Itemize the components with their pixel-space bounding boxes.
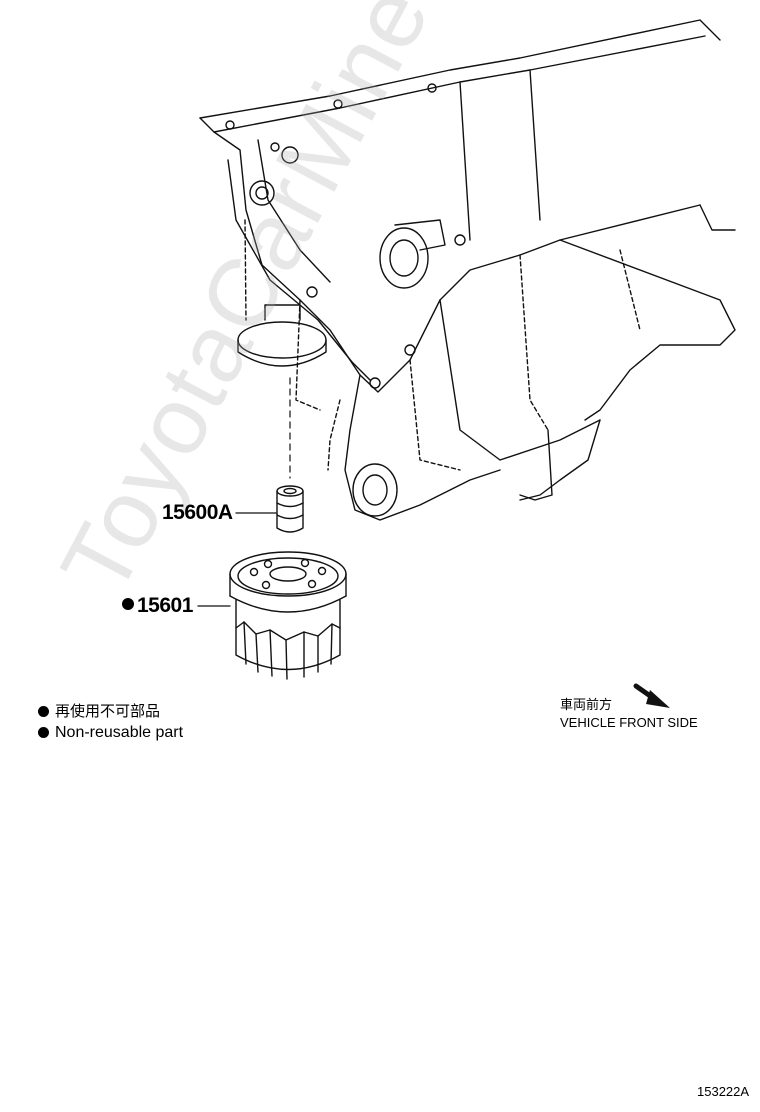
part-number: 15600A (162, 501, 233, 524)
vehicle-front-label: 車両前方 VEHICLE FRONT SIDE (560, 696, 698, 732)
vehicle-front-label-jp: 車両前方 (560, 697, 613, 712)
legend-row-jp: 再使用不可部品 (38, 701, 183, 722)
legend-dot-icon (38, 706, 49, 717)
legend-dot-icon (38, 727, 49, 738)
oil-filter-illustration (229, 551, 347, 680)
vehicle-front-label-en: VEHICLE FRONT SIDE (560, 715, 698, 730)
figure-number: 153222A (697, 1084, 750, 1099)
part-callout-15600A[interactable]: 15600A (162, 501, 233, 525)
vehicle-front-arrow-icon (633, 683, 670, 708)
engine-block-illustration (199, 19, 736, 521)
legend: 再使用不可部品 Non-reusable part (38, 701, 183, 743)
part-number: 15601 (137, 594, 193, 617)
union-bolt-illustration (276, 485, 304, 533)
legend-row-en: Non-reusable part (38, 722, 183, 743)
part-callout-15601[interactable]: 15601 (122, 594, 193, 618)
legend-text-jp: 再使用不可部品 (55, 703, 161, 720)
legend-text-en: Non-reusable part (55, 724, 184, 741)
non-reusable-dot-icon (122, 598, 134, 611)
